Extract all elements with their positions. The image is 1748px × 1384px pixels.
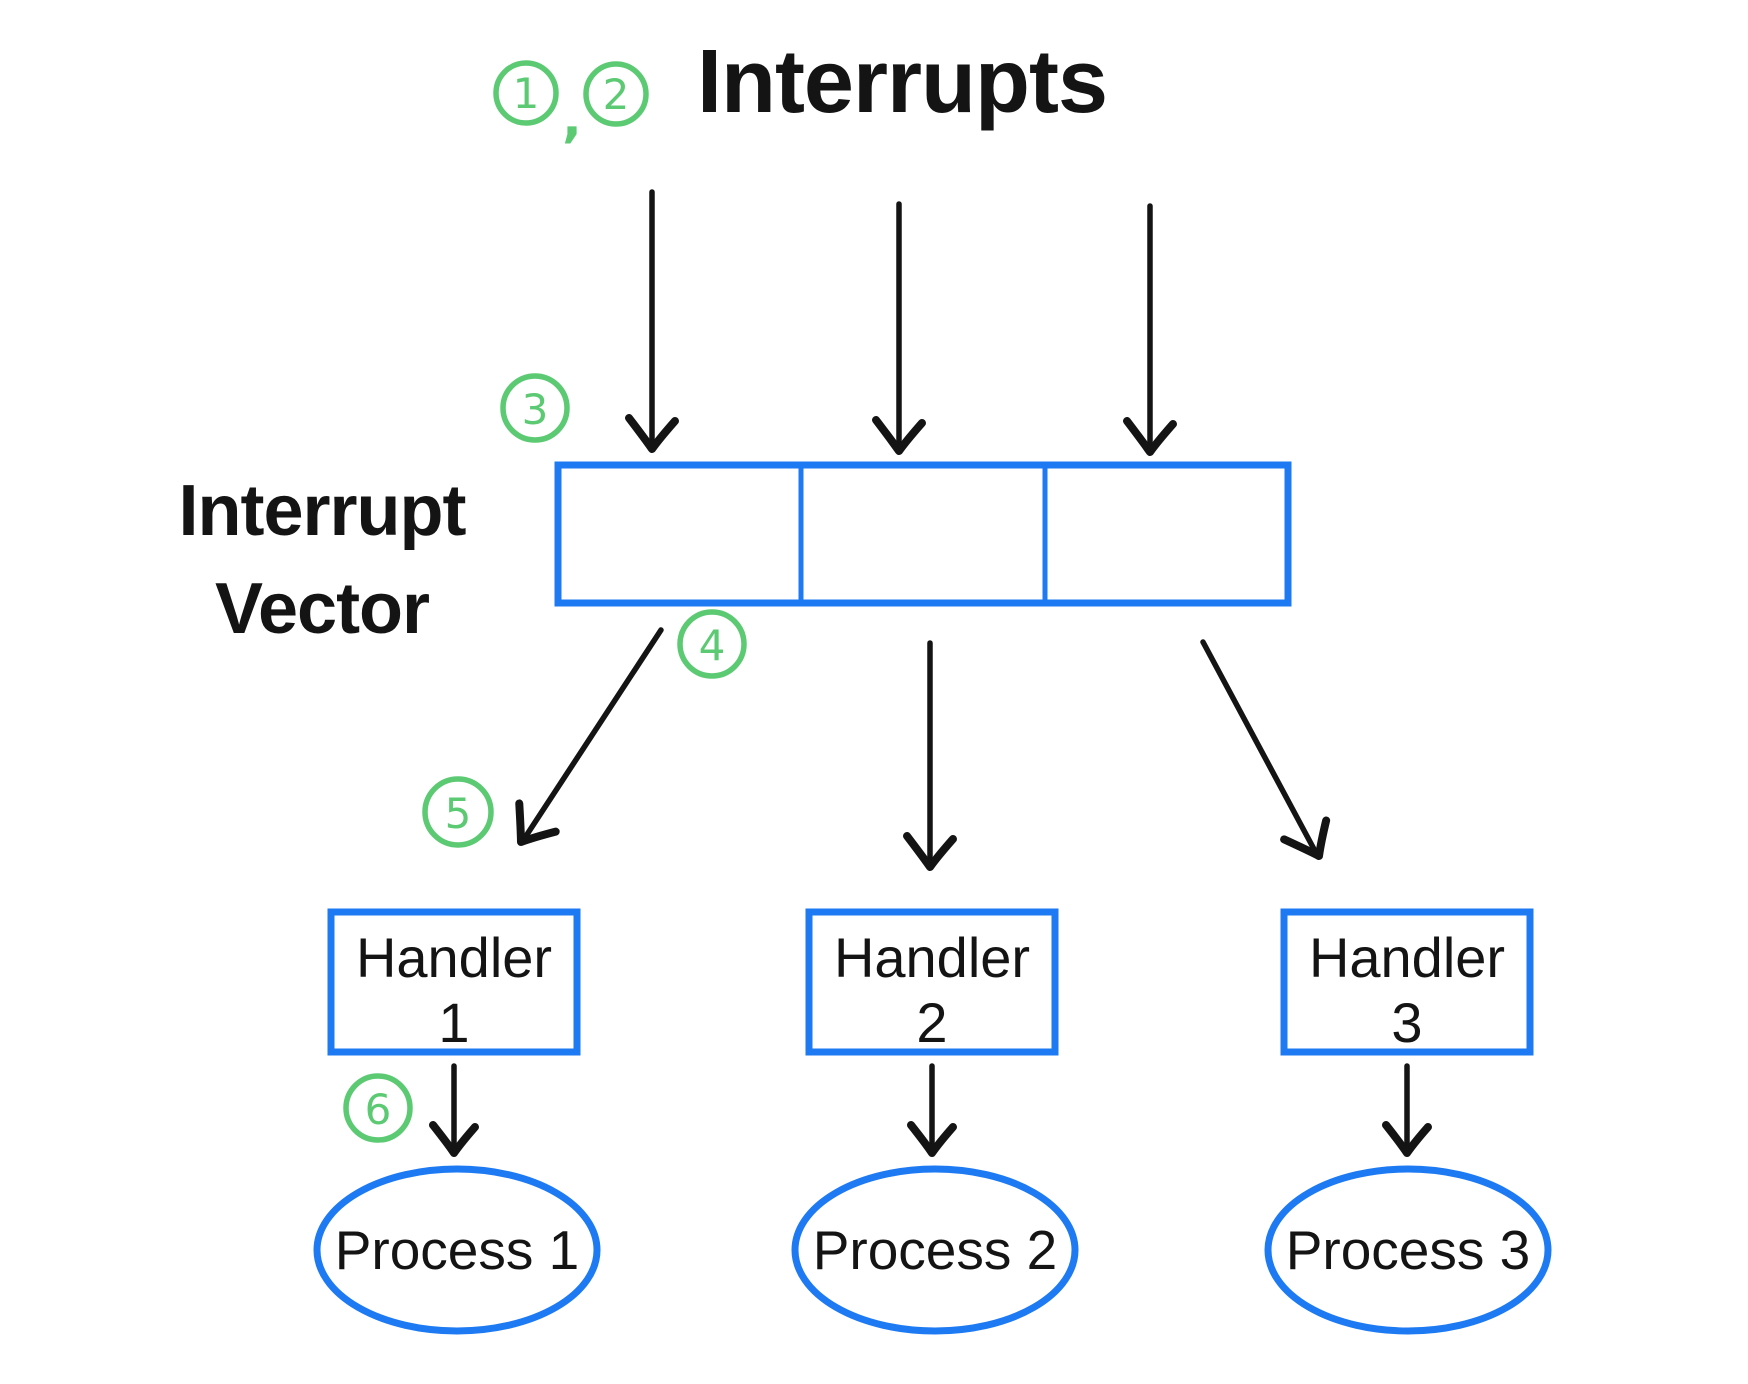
vector-to-handler-3-arrow — [1200, 639, 1331, 860]
vector-outline — [554, 461, 1292, 607]
handler-3-number: 3 — [1391, 991, 1422, 1054]
step-5-circle-icon — [422, 776, 494, 848]
step-6-digit: 6 — [365, 1085, 392, 1134]
step-marker-6: 6 — [343, 1073, 413, 1143]
arrowhead-icon — [1280, 816, 1331, 860]
handler-3-box: Handler 3 — [1280, 908, 1534, 1056]
handler-3-to-process-3-arrow — [1382, 1063, 1432, 1157]
handler-1-outline — [327, 908, 581, 1056]
handler-3-title: Handler — [1309, 926, 1505, 989]
handler-2-number: 2 — [916, 991, 947, 1054]
interrupt-vector-label: Interrupt Vector — [179, 471, 468, 649]
vector-to-handler-2-arrow — [903, 640, 957, 871]
process-2-ellipse — [791, 1165, 1079, 1335]
process-3-label: Process 3 — [1286, 1219, 1531, 1281]
handler-1-title: Handler — [356, 926, 552, 989]
arrowhead-icon — [903, 832, 957, 871]
process-1-label: Process 1 — [335, 1219, 580, 1281]
incoming-interrupt-arrow-1 — [625, 189, 679, 453]
arrowhead-icon — [1382, 1121, 1432, 1157]
step-4-digit: 4 — [699, 621, 726, 670]
step-marker-5: 5 — [422, 776, 494, 848]
handler-1-number: 1 — [438, 991, 469, 1054]
step-3-digit: 3 — [522, 385, 549, 434]
arrowhead-icon — [625, 414, 679, 453]
interrupt-vector-label-line2: Vector — [215, 569, 429, 649]
step-marker-4: 4 — [677, 609, 747, 679]
handler-3-outline — [1280, 908, 1534, 1056]
vector-to-handler-1-arrow — [515, 627, 664, 846]
step-2-circle-icon — [583, 61, 649, 127]
step-3-circle-icon — [500, 373, 570, 443]
step-2-digit: 2 — [603, 70, 630, 119]
incoming-interrupt-arrow-2 — [872, 201, 926, 455]
step-6-circle-icon — [343, 1073, 413, 1143]
arrowhead-icon — [515, 799, 560, 846]
step-4-circle-icon — [677, 609, 747, 679]
step-comma: , — [562, 89, 582, 149]
handler-2-to-process-2-arrow — [907, 1063, 957, 1157]
step-marker-1-2: 1 , 2 — [493, 60, 649, 149]
step-5-digit: 5 — [445, 789, 472, 838]
step-marker-3: 3 — [500, 373, 570, 443]
handler-1-box: Handler 1 — [327, 908, 581, 1056]
process-2-node: Process 2 — [791, 1165, 1079, 1335]
arrowhead-icon — [1123, 417, 1177, 456]
handler-2-title: Handler — [834, 926, 1030, 989]
handler-2-box: Handler 2 — [805, 908, 1059, 1056]
process-1-ellipse — [313, 1165, 601, 1335]
process-1-node: Process 1 — [313, 1165, 601, 1335]
interrupt-vector-box — [554, 461, 1292, 607]
process-3-node: Process 3 — [1264, 1165, 1552, 1335]
step-1-circle-icon — [493, 60, 559, 126]
process-3-ellipse — [1264, 1165, 1552, 1335]
arrowhead-icon — [429, 1121, 479, 1157]
interrupt-vector-label-line1: Interrupt — [179, 471, 467, 551]
arrowhead-icon — [907, 1121, 957, 1157]
process-2-label: Process 2 — [813, 1219, 1058, 1281]
step-1-digit: 1 — [513, 69, 540, 118]
arrowhead-icon — [872, 416, 926, 455]
incoming-interrupt-arrow-3 — [1123, 203, 1177, 456]
handler-1-to-process-1-arrow — [429, 1063, 479, 1157]
page-title: Interrupts — [697, 32, 1107, 132]
handler-2-outline — [805, 908, 1059, 1056]
